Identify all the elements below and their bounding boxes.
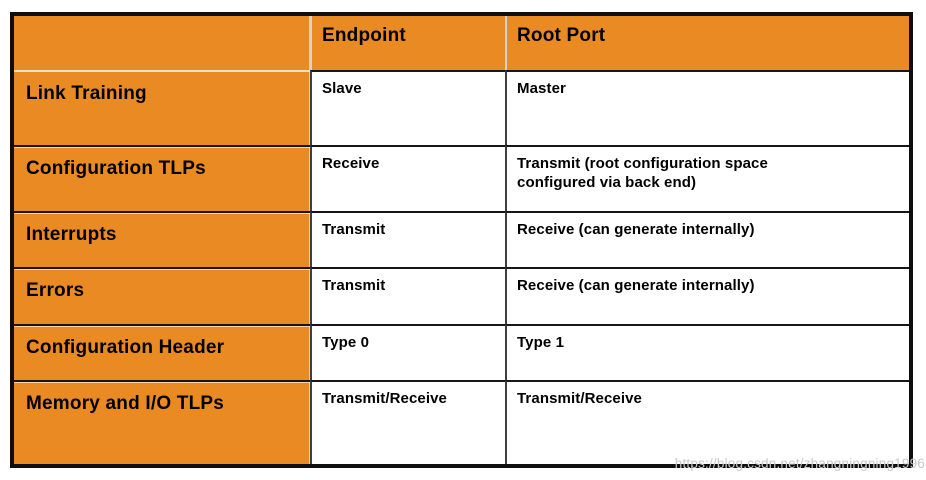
table-cell-configuration-header-endpoint: Type 0 bbox=[310, 324, 505, 380]
table-cell-configuration-header-root-port: Type 1 bbox=[505, 324, 909, 380]
column-header-root-port: Root Port bbox=[505, 16, 909, 70]
table-cell-errors-endpoint: Transmit bbox=[310, 267, 505, 324]
row-header-configuration-tlps: Configuration TLPs bbox=[14, 145, 310, 211]
cell-value: Slave bbox=[322, 80, 362, 97]
cell-value: Type 0 bbox=[322, 334, 370, 351]
table-cell-errors-root-port: Receive (can generate internally) bbox=[505, 267, 909, 324]
table-cell-interrupts-endpoint: Transmit bbox=[310, 211, 505, 267]
table-cell-configuration-tlps-endpoint: Receive bbox=[310, 145, 505, 211]
column-header-label: Root Port bbox=[517, 25, 606, 46]
row-header-interrupts: Interrupts bbox=[14, 211, 310, 267]
table-cell-memory-io-tlps-root-port: Transmit/Receive bbox=[505, 380, 909, 464]
row-header-errors: Errors bbox=[14, 267, 310, 324]
table-corner-cell bbox=[14, 16, 310, 70]
table-cell-link-training-endpoint: Slave bbox=[310, 70, 505, 145]
table-cell-configuration-tlps-root-port: Transmit (root configuration space confi… bbox=[505, 145, 909, 211]
row-header-label: Errors bbox=[26, 280, 85, 301]
row-header-link-training: Link Training bbox=[14, 70, 310, 145]
table-cell-memory-io-tlps-endpoint: Transmit/Receive bbox=[310, 380, 505, 464]
cell-value: Transmit bbox=[322, 221, 386, 238]
row-header-label: Configuration TLPs bbox=[26, 158, 206, 179]
row-header-label: Memory and I/O TLPs bbox=[26, 393, 225, 414]
table-cell-link-training-root-port: Master bbox=[505, 70, 909, 145]
cell-value: Transmit/Receive bbox=[517, 390, 642, 407]
cell-value: Transmit/Receive bbox=[322, 390, 447, 407]
column-header-label: Endpoint bbox=[322, 25, 406, 46]
column-header-endpoint: Endpoint bbox=[310, 16, 505, 70]
row-header-label: Interrupts bbox=[26, 224, 117, 245]
cell-value: Receive (can generate internally) bbox=[517, 277, 755, 294]
row-header-memory-io-tlps: Memory and I/O TLPs bbox=[14, 380, 310, 464]
table-cell-interrupts-root-port: Receive (can generate internally) bbox=[505, 211, 909, 267]
cell-value: Transmit bbox=[322, 277, 386, 294]
row-header-configuration-header: Configuration Header bbox=[14, 324, 310, 380]
cell-value: Type 1 bbox=[517, 334, 565, 351]
cell-value: Receive (can generate internally) bbox=[517, 221, 755, 238]
row-header-label: Link Training bbox=[26, 83, 147, 104]
csdn-watermark: https://blog.csdn.net/zhangningning1996 bbox=[674, 456, 925, 471]
row-header-label: Configuration Header bbox=[26, 337, 225, 358]
cell-value: Transmit (root configuration space confi… bbox=[517, 155, 768, 191]
cell-value: Receive bbox=[322, 155, 380, 172]
cell-value: Master bbox=[517, 80, 566, 97]
pcie-endpoint-rootport-table: Endpoint Root Port Link Training Slave M… bbox=[10, 12, 913, 468]
